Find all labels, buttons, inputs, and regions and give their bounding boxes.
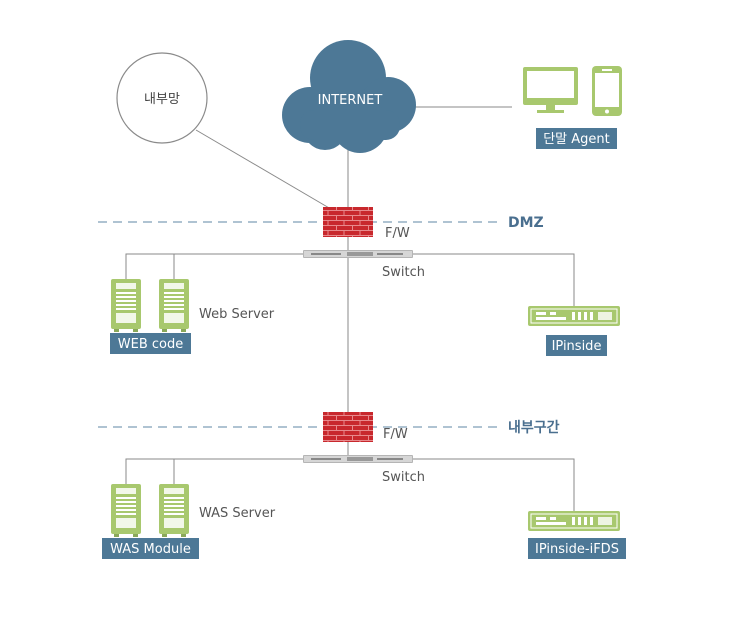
- ipinside-label: IPinside: [552, 339, 602, 354]
- ipinside-tag: [546, 335, 607, 356]
- web-server-label: Web Server: [199, 307, 275, 322]
- internet-label: INTERNET: [318, 93, 383, 108]
- smartphone-icon: [592, 66, 622, 116]
- ipinside-appliance-icon: [527, 305, 621, 327]
- line-switch2-to-ifds: [413, 458, 575, 511]
- monitor-icon: [523, 67, 578, 113]
- internal-firewall-label: F/W: [383, 427, 408, 442]
- web-server-icon: [111, 279, 141, 332]
- was-server-icon: [159, 484, 189, 537]
- line-switch1-to-ipinside: [413, 253, 575, 306]
- connection-lines: [125, 106, 575, 511]
- terminal-agent-label: 단말 Agent: [543, 132, 610, 147]
- dmz-firewall-icon: [323, 207, 373, 237]
- line-switch2-to-was: [125, 458, 303, 484]
- ipinside-ifds-label: IPinside-iFDS: [535, 542, 619, 557]
- ipinside-ifds-tag: [528, 538, 626, 559]
- ipinside-ifds-appliance-icon: [527, 510, 621, 532]
- internal-switch-icon: [303, 455, 413, 463]
- dmz-switch-icon: [303, 250, 413, 258]
- internet-cloud-icon: [282, 40, 416, 153]
- internal-firewall-icon: [323, 412, 373, 442]
- internal-network-node: [116, 52, 208, 144]
- was-server-label: WAS Server: [199, 506, 276, 521]
- web-server-icon: [159, 279, 189, 332]
- dmz-zone-label: DMZ: [508, 215, 544, 231]
- web-code-tag: [110, 333, 191, 354]
- dmz-switch-label: Switch: [382, 265, 425, 280]
- was-module-tag: [102, 538, 199, 559]
- line-internal-to-firewall: [195, 129, 337, 213]
- dmz-firewall-label: F/W: [385, 226, 410, 241]
- line-switch1-to-web: [125, 253, 303, 279]
- internal-zone-label: 내부구간: [508, 419, 560, 436]
- was-server-icon: [111, 484, 141, 537]
- web-code-label: WEB code: [118, 337, 183, 352]
- was-module-label: WAS Module: [110, 542, 191, 557]
- internal-switch-label: Switch: [382, 470, 425, 485]
- internal-network-label: 내부망: [144, 92, 180, 107]
- terminal-agent-tag: [536, 128, 617, 149]
